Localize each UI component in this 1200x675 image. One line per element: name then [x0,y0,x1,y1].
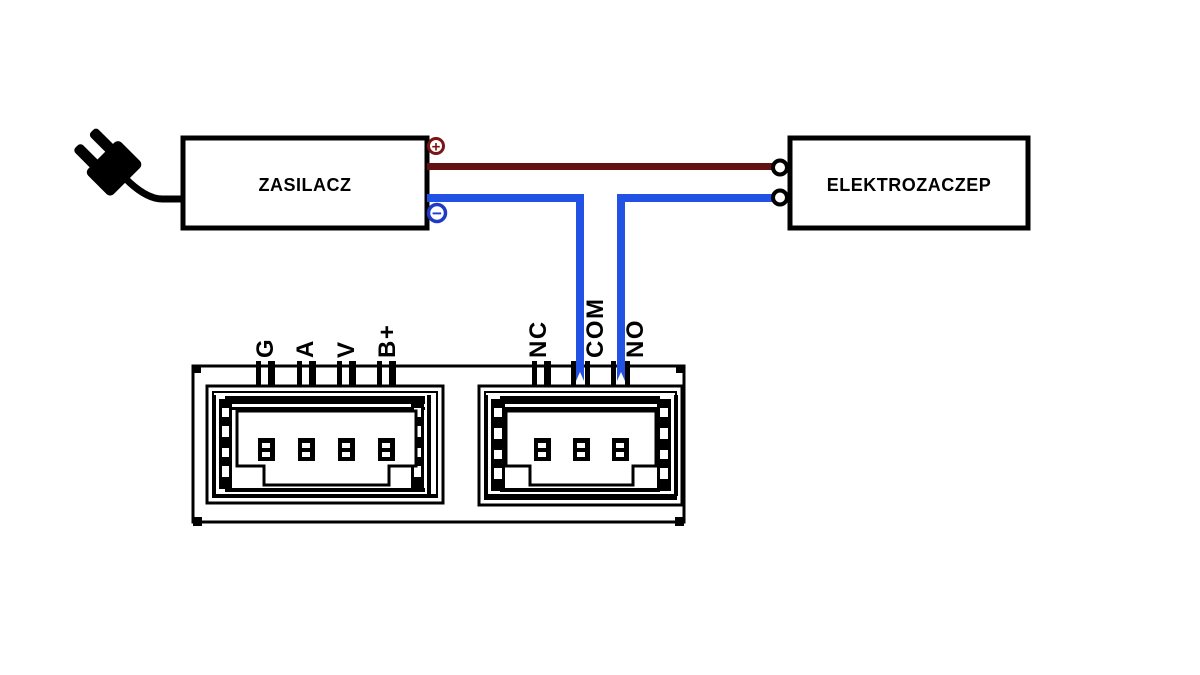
power-supply-label: ZASILACZ [259,175,352,195]
top-band-line [225,407,425,410]
strike-terminal-top [771,158,789,177]
connector-block: G A V B+ NC COM NO [191,298,686,526]
power-supply-box: ZASILACZ [180,135,430,231]
pin-label-com: COM [582,298,609,359]
plus-terminal: + [427,137,445,156]
pin-B-plus [377,361,396,386]
pin-label-nc: NC [525,320,552,358]
minus-symbol: − [432,204,442,223]
bottom-band [225,488,425,492]
connector-left-cavity [235,409,418,487]
pin-COM [571,361,590,386]
power-supply-outline [180,135,430,231]
latch-left [484,395,505,496]
corner-nub [676,366,684,373]
contact-pad [338,438,355,461]
pin-label-g: G [252,338,279,358]
negative-wire-to-com [427,194,584,381]
top-band [500,396,660,404]
contact-pad [612,438,629,461]
bottom-band-line [214,494,436,498]
pin-A [297,361,316,386]
corner-foot [675,517,684,526]
bottom-band-line [486,494,675,498]
bottom-band [500,488,660,492]
top-band-line [500,407,660,410]
positive-wire [427,163,779,170]
electric-strike-box: ELEKTROZACZEP [787,135,1031,231]
wire-tip [576,372,584,381]
latch-left [212,395,232,494]
contact-pad [298,438,315,461]
electric-strike-outline [787,135,1031,231]
pin-G [256,361,275,386]
pin-V [337,361,356,386]
pin-NO [611,361,630,386]
connector-right [477,384,684,507]
plus-symbol: + [432,139,441,156]
pin-label-a: A [292,339,319,358]
contact-pad [534,438,551,461]
wire-tip [617,372,625,381]
negative-wire-to-no [617,194,781,381]
contact-pad [378,438,395,461]
latch-right [657,395,678,496]
contact-pad [258,438,275,461]
minus-terminal: − [426,202,448,224]
plug-cord [119,172,188,203]
corner-nub [193,366,201,373]
connector-left [205,384,445,505]
electric-strike-label: ELEKTROZACZEP [827,175,992,195]
pin-label-no: NO [622,319,649,358]
pin-label-b-plus: B+ [374,324,401,358]
contact-pad [573,438,590,461]
corner-foot [193,517,202,526]
pin-label-v: V [333,340,360,358]
pin-NC [532,361,551,386]
mains-plug-icon [74,128,188,203]
top-band [225,396,425,404]
strike-terminal-bottom [771,188,789,207]
